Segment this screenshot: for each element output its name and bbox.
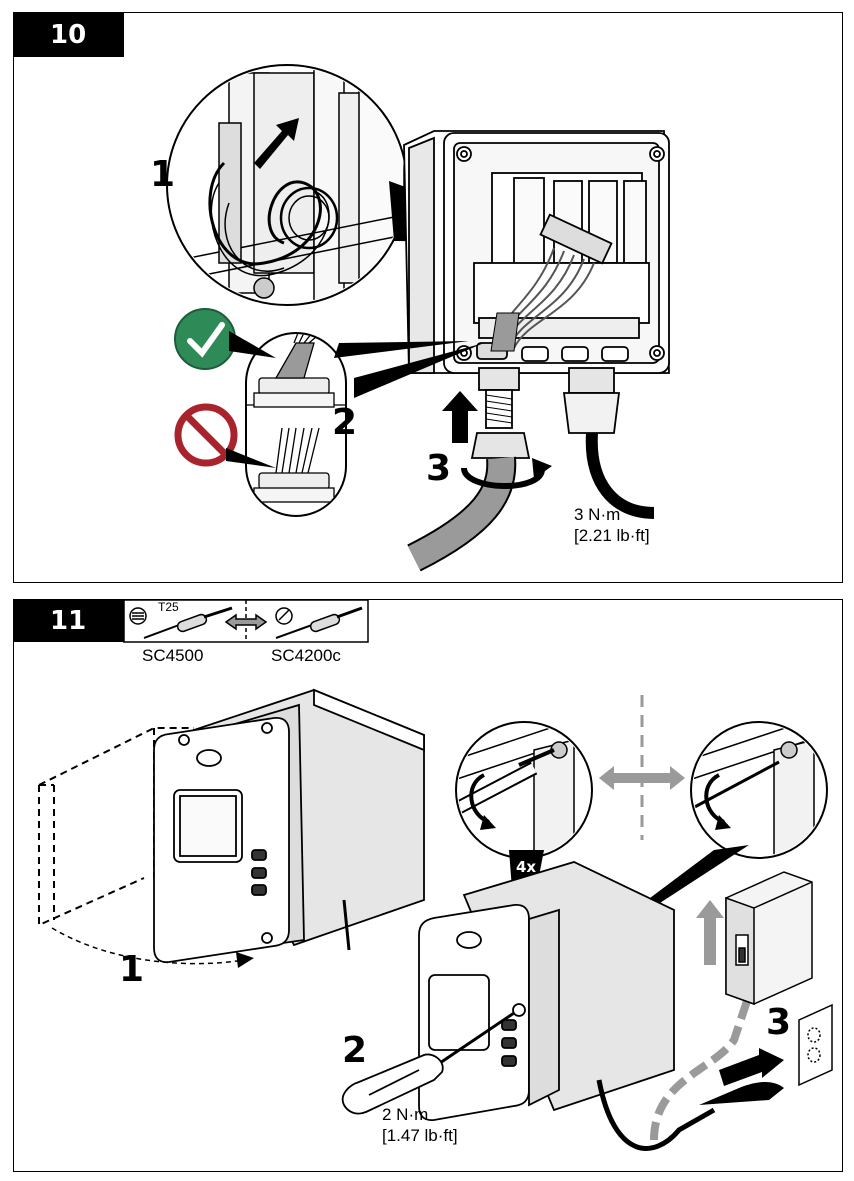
step-number: 10 xyxy=(14,13,124,57)
callout-1: 1 xyxy=(119,949,145,990)
callout-3: 3 xyxy=(426,448,452,489)
step-10-illustration xyxy=(166,64,670,572)
multiplier-right: 4x xyxy=(677,836,698,854)
zoom-detail-screw-left xyxy=(455,721,593,859)
prohibited-icon xyxy=(174,403,276,468)
torque-value: 2 N·m xyxy=(382,1105,429,1124)
step-10-panel: 10 xyxy=(13,12,843,583)
controller-left xyxy=(153,688,425,963)
step-11-illustration xyxy=(38,600,833,1151)
controller-enclosure xyxy=(403,130,670,374)
step-11-panel: 11 xyxy=(13,599,843,1172)
zoom-detail-connector xyxy=(166,64,408,306)
swap-arrow-icon xyxy=(224,613,268,631)
tool-model-left: SC4500 xyxy=(142,646,204,665)
callout-2: 2 xyxy=(342,1030,368,1071)
tool-tag: T25 xyxy=(158,600,179,614)
torque-value: 3 N·m xyxy=(574,505,621,524)
callout-1: 1 xyxy=(150,154,176,195)
checkmark-icon xyxy=(174,308,276,370)
up-arrow-icon xyxy=(442,391,478,443)
torque-imperial: [1.47 lb·ft] xyxy=(382,1126,458,1145)
tool-model-right: SC4200c xyxy=(271,646,341,665)
zoom-detail-screw-right xyxy=(690,721,828,859)
plug-icon xyxy=(699,1048,784,1105)
screwdriver-icon xyxy=(341,1011,515,1115)
multiplier-left: 4x xyxy=(516,858,537,876)
power-switch-icon xyxy=(725,871,813,1006)
controller-right xyxy=(418,861,675,1121)
callout-2: 2 xyxy=(332,402,358,443)
tool-selector xyxy=(123,600,369,643)
callout-3: 3 xyxy=(766,1002,792,1043)
outlet-icon xyxy=(798,1003,833,1087)
rotate-arrow-icon xyxy=(461,467,545,489)
zoom-detail-gland xyxy=(245,332,347,517)
torque-imperial: [2.21 lb·ft] xyxy=(574,526,650,545)
step-number: 11 xyxy=(14,600,124,642)
